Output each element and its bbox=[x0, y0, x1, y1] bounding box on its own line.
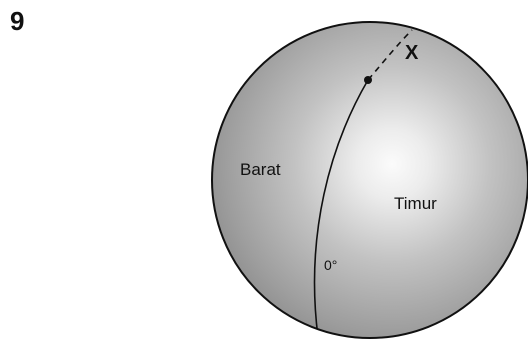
east-label: Timur bbox=[394, 194, 437, 213]
question-number: 9 bbox=[10, 6, 25, 36]
meridian-extension-dashed bbox=[367, 29, 413, 81]
point-label: X bbox=[405, 42, 419, 64]
point-marker bbox=[364, 76, 372, 84]
prime-meridian-line bbox=[313, 79, 369, 338]
meridian-label: 0° bbox=[324, 257, 337, 273]
west-label: Barat bbox=[240, 160, 281, 179]
globe-sphere bbox=[211, 21, 528, 339]
